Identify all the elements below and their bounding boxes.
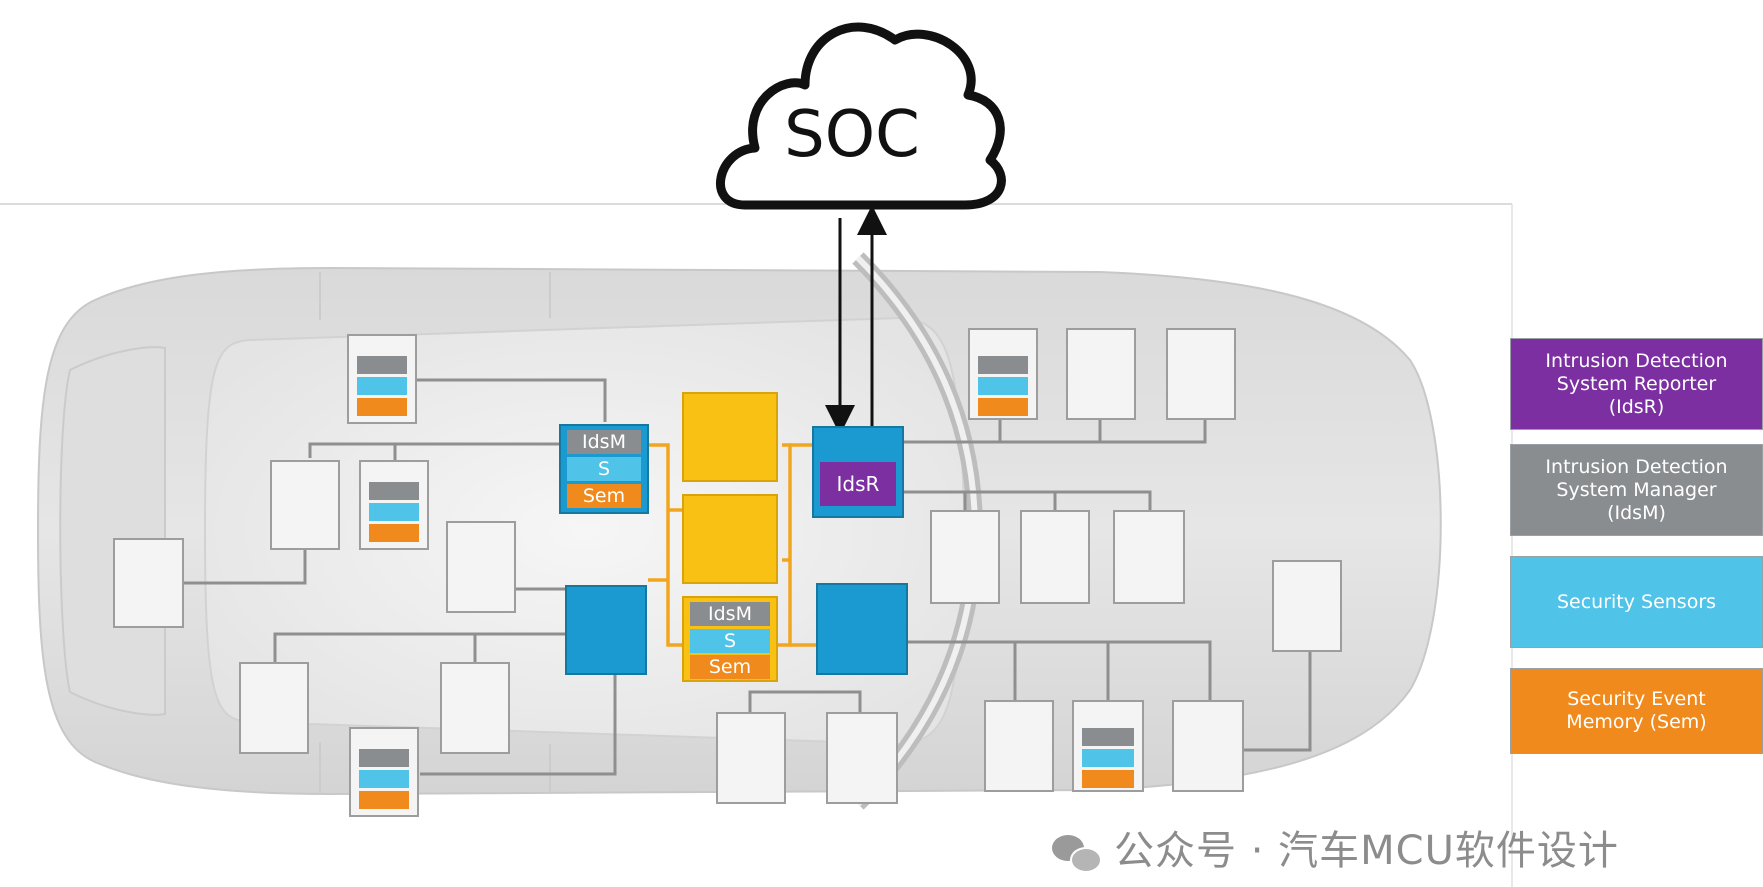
ecu-with-ids-stack [359, 460, 429, 550]
mini-idsm-bar [359, 749, 409, 767]
sem-label-center: Sem [690, 655, 770, 679]
mini-idsm-bar [978, 356, 1028, 374]
ecu-box [716, 712, 786, 804]
idsm-host-center: IdsM S Sem [682, 596, 778, 682]
idsm-label-left: IdsM [567, 430, 641, 454]
mini-sem-bar [1082, 770, 1134, 788]
sensor-label-left: S [567, 457, 641, 481]
ecu-box [446, 521, 516, 613]
ecu-box [1166, 328, 1236, 420]
ecu-wiring [184, 378, 1312, 776]
ecu-box [1272, 560, 1342, 652]
ecu-with-ids-stack [347, 334, 417, 424]
mini-sensor-bar [369, 503, 419, 521]
watermark: 公众号 · 汽车MCU软件设计 [1052, 818, 1619, 876]
car-rear-window [59, 346, 166, 716]
ecu-box [1066, 328, 1136, 420]
switch-top [682, 392, 778, 482]
sensor-label-center: S [690, 629, 770, 653]
sem-label-left: Sem [567, 484, 641, 508]
mini-sensor-bar [359, 770, 409, 788]
idsm-label-center: IdsM [690, 602, 770, 626]
idsm-host-left: IdsM S Sem [559, 424, 649, 514]
ecu-box [930, 510, 1000, 604]
mini-idsm-bar [1082, 728, 1134, 746]
ecu-box [113, 538, 184, 628]
mini-sem-bar [359, 791, 409, 809]
mini-idsm-bar [357, 356, 407, 374]
soc-label: SOC [784, 98, 920, 172]
ecu-box [1113, 510, 1185, 604]
ecu-box [1172, 700, 1244, 792]
ecu-box [270, 460, 340, 550]
domain-controller-left [565, 585, 647, 675]
ecu-box [984, 700, 1054, 792]
central-gateway: IdsR [812, 426, 904, 518]
mini-sem-bar [978, 398, 1028, 416]
mini-sem-bar [357, 398, 407, 416]
mini-idsm-bar [369, 482, 419, 500]
ecu-box [1020, 510, 1090, 604]
wechat-icon [1052, 833, 1102, 873]
legend-idsr: Intrusion Detection System Reporter (Ids… [1510, 338, 1763, 430]
ecu-with-ids-stack [968, 328, 1038, 420]
watermark-text: 公众号 · 汽车MCU软件设计 [1114, 828, 1619, 874]
ecu-with-ids-stack [1072, 700, 1144, 792]
switch-middle [682, 494, 778, 584]
domain-controller-right [816, 583, 908, 675]
ecu-with-ids-stack [349, 727, 419, 817]
legend-idsm: Intrusion Detection System Manager (IdsM… [1510, 444, 1763, 536]
legend-security-sensors: Security Sensors [1510, 556, 1763, 648]
mini-sem-bar [369, 524, 419, 542]
ecu-box [440, 662, 510, 754]
legend-security-event-memory: Security Event Memory (Sem) [1510, 668, 1763, 754]
soc-cloud [716, 22, 1006, 210]
idsr-chip: IdsR [820, 462, 896, 506]
backbone-bus [648, 443, 816, 647]
ecu-box [826, 712, 898, 804]
ecu-box [239, 662, 309, 754]
mini-sensor-bar [1082, 749, 1134, 767]
mini-sensor-bar [978, 377, 1028, 395]
mini-sensor-bar [357, 377, 407, 395]
